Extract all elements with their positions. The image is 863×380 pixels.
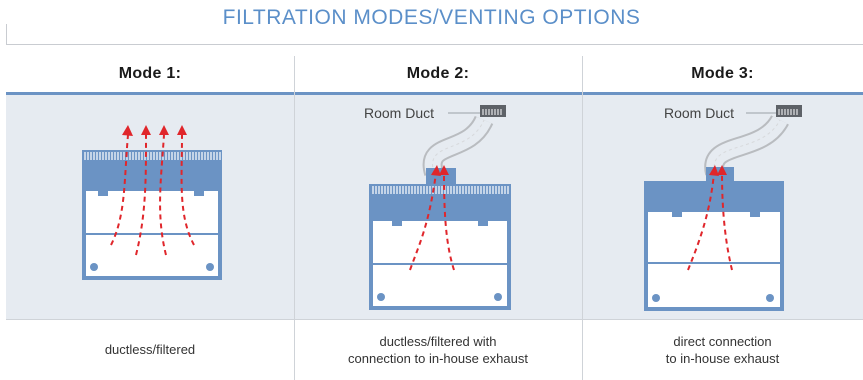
modes-table: Mode 1: [6,56,863,380]
arrow-heads [122,125,187,136]
arrow-heads [431,165,449,176]
mode-2-hood-diagram: Room Duct [364,105,511,310]
mode-3-header: Mode 3: [691,65,754,82]
hood-icon [644,167,784,311]
caption-divider [6,319,863,320]
title-underline [6,44,863,45]
column-divider [582,56,583,380]
mode-3-header-rule [582,92,863,95]
mode-2-header-rule [294,92,582,95]
mode-1-panel [6,95,294,319]
mode-3-panel: Room Duct [582,95,863,319]
mode-2-duct-label: Room Duct [364,105,434,121]
airflow-arrows [110,134,195,256]
column-divider [294,56,295,380]
hood-icon [82,150,222,280]
airflow-arrows [409,172,455,271]
mode-1-hood-diagram [82,125,222,280]
page-title: FILTRATION MODES/VENTING OPTIONS [222,6,641,29]
mode-3-hood-diagram: Room Duct [644,105,802,311]
mode-1-header-rule [6,92,294,95]
mode-2-header: Mode 2: [406,65,470,82]
mode-2-column: Mode 2: Room Duct [294,56,582,380]
arrow-heads [709,165,727,176]
flex-duct [422,115,494,176]
flex-duct [704,114,789,176]
title-tick [6,24,7,44]
mode-3-duct-label: Room Duct [664,105,734,121]
mode-1-header: Mode 1: [118,65,182,82]
hood-icon [369,168,511,310]
room-duct-icon [776,105,802,117]
airflow-arrows [687,172,733,271]
mode-2-panel: Room Duct [294,95,582,319]
mode-1-caption: ductless/filtered [104,342,196,357]
mode-3-caption: direct connection to in-house exhaust [665,333,780,366]
mode-3-column: Mode 3: Room Duct [582,56,863,380]
room-duct-icon [480,105,506,117]
mode-1-column: Mode 1: [6,56,294,380]
mode-2-caption: ductless/filtered with connection to in-… [348,333,528,366]
